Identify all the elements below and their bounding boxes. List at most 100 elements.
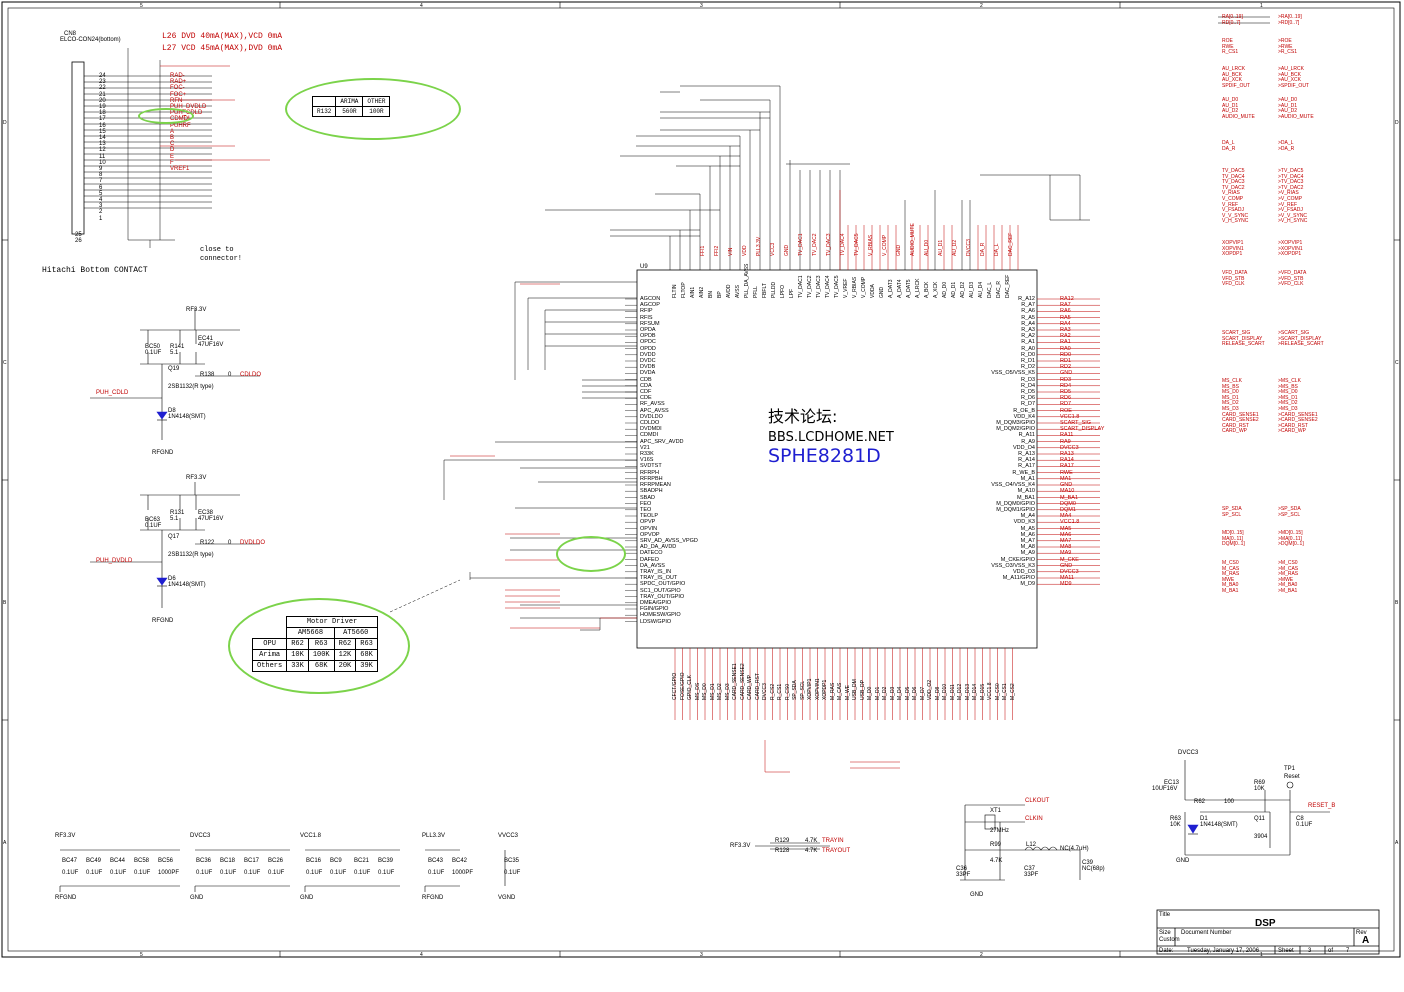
chip-top-net: DA_R [980,242,986,256]
chip-bottom-pin: USB_DM [852,679,858,700]
chip-bottom-pin: MS_D1 [709,683,716,700]
offpage-connector: >CARD_SENSE2 [1278,417,1318,424]
resistor-table-cell: R132 [311,106,337,117]
connector-pin-number: 6 [99,184,103,191]
chip-top-pin: TV_DAC4 [825,275,831,298]
size-label: Size [1159,930,1171,936]
offpage-connector: >DA_L [1278,140,1294,146]
chip-left-pin: SBADPH [640,488,663,495]
offpage-net-left: VFD_STB [1222,275,1245,282]
chip-top-pin: BN [708,291,714,298]
chip-bottom-pin: M_D6 [912,686,918,700]
ldd-cd-ec: EC41 [198,336,214,342]
offpage-net-left: SCART_DISPLAY [1222,335,1263,342]
connector-net-label: PUH_DVDLD [170,104,207,111]
connector-pin-number: 5 [99,190,103,197]
chip-right-pin: R_OE_B [1013,407,1035,414]
offpage-connector: >VFD_STB [1278,275,1304,282]
offpage-connector: >TV_DAC5 [1278,168,1304,174]
decoupling-rail: DVCC3 [190,833,211,839]
chip-right-pin: M_D9 [1020,581,1035,588]
offpage-connector: >AU_LRCK [1278,66,1304,72]
offpage-net-left: DQM[0..1] [1222,541,1245,548]
reset-r63: R63 [1170,816,1182,822]
connector-pin-26: 26 [75,238,82,244]
decoupling-rail: RF3.3V [55,833,76,839]
chip-left-pin: APC_SRV_AVDD [640,438,684,445]
chip-right-pin: VSS_O5/VSS_K5 [991,370,1035,377]
chip-top-pin: TV_DAC3 [816,275,822,298]
offpage-net-left: AU_D2 [1222,108,1239,115]
chip-left-pin: OPDB [640,333,656,340]
chip-right-net: SCART_DISPLAY [1060,426,1105,433]
offpage-net-left: CARD_SENSE1 [1222,411,1259,418]
offpage-connector: >MS_D2 [1278,400,1298,407]
tray-rail: RF3.3V [730,843,751,849]
ldd-cd-ec-val: 47UF16V [198,342,224,348]
offpage-net-left: TV_DAC5 [1222,168,1245,174]
chip-right-net: RD5 [1060,389,1072,396]
chip-left-pin: OPVP [640,519,656,526]
connector-pin-number: 1 [99,215,103,222]
chip-top-pin: AD_D2 [960,281,966,298]
ldd-dvd-gnd: RFGND [152,618,174,624]
chip-right-net: RD7 [1060,401,1072,408]
clock-r99-val: 4.7K [990,858,1003,864]
connector-pin-number: 19 [99,104,106,111]
reset-r69-val: 10K [1254,786,1265,792]
chip-top-pin: DAC_REF [1005,274,1011,298]
title-label: Title [1159,912,1171,918]
chip-right-pin: M_A11/GPIO [1002,575,1035,582]
clock-clkout: CLKOUT [1025,798,1050,804]
decoupling-cap-val: 1000PF [158,870,180,876]
docnum-label: Document Number [1181,930,1232,936]
chip-right-pin: R_A6 [1021,308,1035,315]
offpage-net-left: XOPDP1 [1222,251,1243,258]
offpage-connector: >MA[0..11] [1278,535,1302,542]
offpage-net-left: TV_DAC4 [1222,173,1245,180]
chip-top-pin: FBFLT [762,283,768,298]
chip-top-pin: DAC_R [996,281,1002,298]
chip-right-net: RA1 [1060,339,1071,346]
ldd-cd-bc-val: 0.1UF [145,350,162,356]
ldd-cd-q: Q19 [168,366,180,372]
clock-l12-val: NC(4.7uH) [1060,846,1089,852]
offpage-connector: >MS_CLK [1278,378,1301,384]
decoupling-cap: BC26 [268,858,284,864]
motor-table-row-name: Arima [251,649,288,661]
chip-right-net: RA3 [1060,327,1071,334]
chip-right-pin: VDD_O4 [1012,444,1035,451]
decoupling-rail: VVCC3 [498,833,519,839]
chip-right-pin: R_A17 [1018,463,1035,470]
chip-left-pin: AGCOP [640,302,660,309]
decoupling-cap: BC17 [244,858,260,864]
note-l27: L27 VCD 45mA(MAX),DVD 0mA [162,44,283,53]
chip-left-pin: TRAY_IS_IN [640,568,672,575]
chip-top-pin: FLTIN [672,284,678,298]
chip-left-pin: CDLDO [640,420,660,427]
border-letter: A [3,840,7,846]
chip-right-net: GND [1060,370,1073,377]
offpage-net-left: V_V_SYNC [1222,212,1249,219]
tray-r2-val: 4.7K [805,848,818,854]
connector-pin-number: 21 [99,91,106,98]
chip-right-net: MA8 [1060,544,1072,551]
ldd-dvd-q: Q17 [168,534,180,540]
chip-top-pin: DAC_L [987,281,993,298]
connector-pin-number: 3 [99,203,103,210]
decoupling-cap: BC21 [354,858,370,864]
chip-right-net: MA9 [1060,550,1072,557]
chip-right-pin: R_A3 [1021,327,1035,334]
chip-bottom-pin: SP_SCL [799,680,806,700]
offpage-connector: >AU_BCK [1278,71,1301,78]
chip-top-pin: PLLDD [771,281,777,298]
connector-pin-number: 17 [99,116,106,123]
border-number: 2 [980,952,983,958]
offpage-connector: >TV_DAC2 [1278,184,1304,191]
decoupling-cap: BC36 [196,858,212,864]
chip-right-pin: M_A4 [1020,513,1035,520]
chip-right-net: RA2 [1060,333,1071,340]
offpage-net-left: MS_D1 [1222,394,1239,401]
chip-left-pin: TRAY_OUT/GPIO [640,593,685,600]
